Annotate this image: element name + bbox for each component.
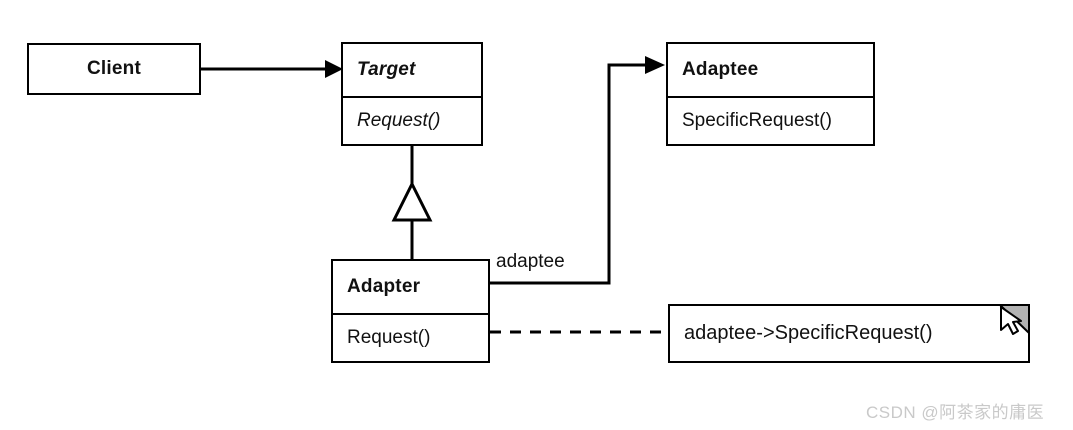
generalization-adapter-target: [391, 145, 433, 259]
filled-arrowhead-target: [325, 60, 343, 78]
watermark-text: CSDN @阿茶家的庸医: [866, 403, 1045, 422]
class-name-adaptee: Adaptee: [682, 59, 759, 80]
class-operation-adaptee-specificrequest: SpecificRequest(): [682, 110, 832, 131]
association-role-label-adaptee: adaptee: [496, 251, 565, 272]
note-text: adaptee->SpecificRequest(): [684, 322, 933, 344]
mouse-pointer-icon: [1000, 306, 1022, 335]
class-box-target[interactable]: Target Request(): [341, 42, 483, 146]
class-box-adaptee[interactable]: Adaptee SpecificRequest(): [666, 42, 875, 146]
class-operation-target-request: Request(): [357, 110, 441, 131]
association-client-target: [200, 60, 343, 78]
filled-arrowhead-adaptee: [645, 56, 665, 74]
class-box-client[interactable]: Client: [27, 43, 201, 95]
class-name-client: Client: [87, 58, 141, 79]
class-operation-adapter-request: Request(): [347, 327, 431, 348]
class-box-adapter[interactable]: Adapter Request(): [331, 259, 490, 363]
class-divider-adaptee: [668, 96, 873, 98]
association-adapter-adaptee: [490, 56, 665, 285]
class-name-target: Target: [357, 59, 416, 80]
class-divider-adapter: [333, 313, 488, 315]
class-name-adapter: Adapter: [347, 276, 421, 297]
note-box-adaptee-specificrequest[interactable]: adaptee->SpecificRequest(): [668, 304, 1030, 363]
class-divider-target: [343, 96, 481, 98]
